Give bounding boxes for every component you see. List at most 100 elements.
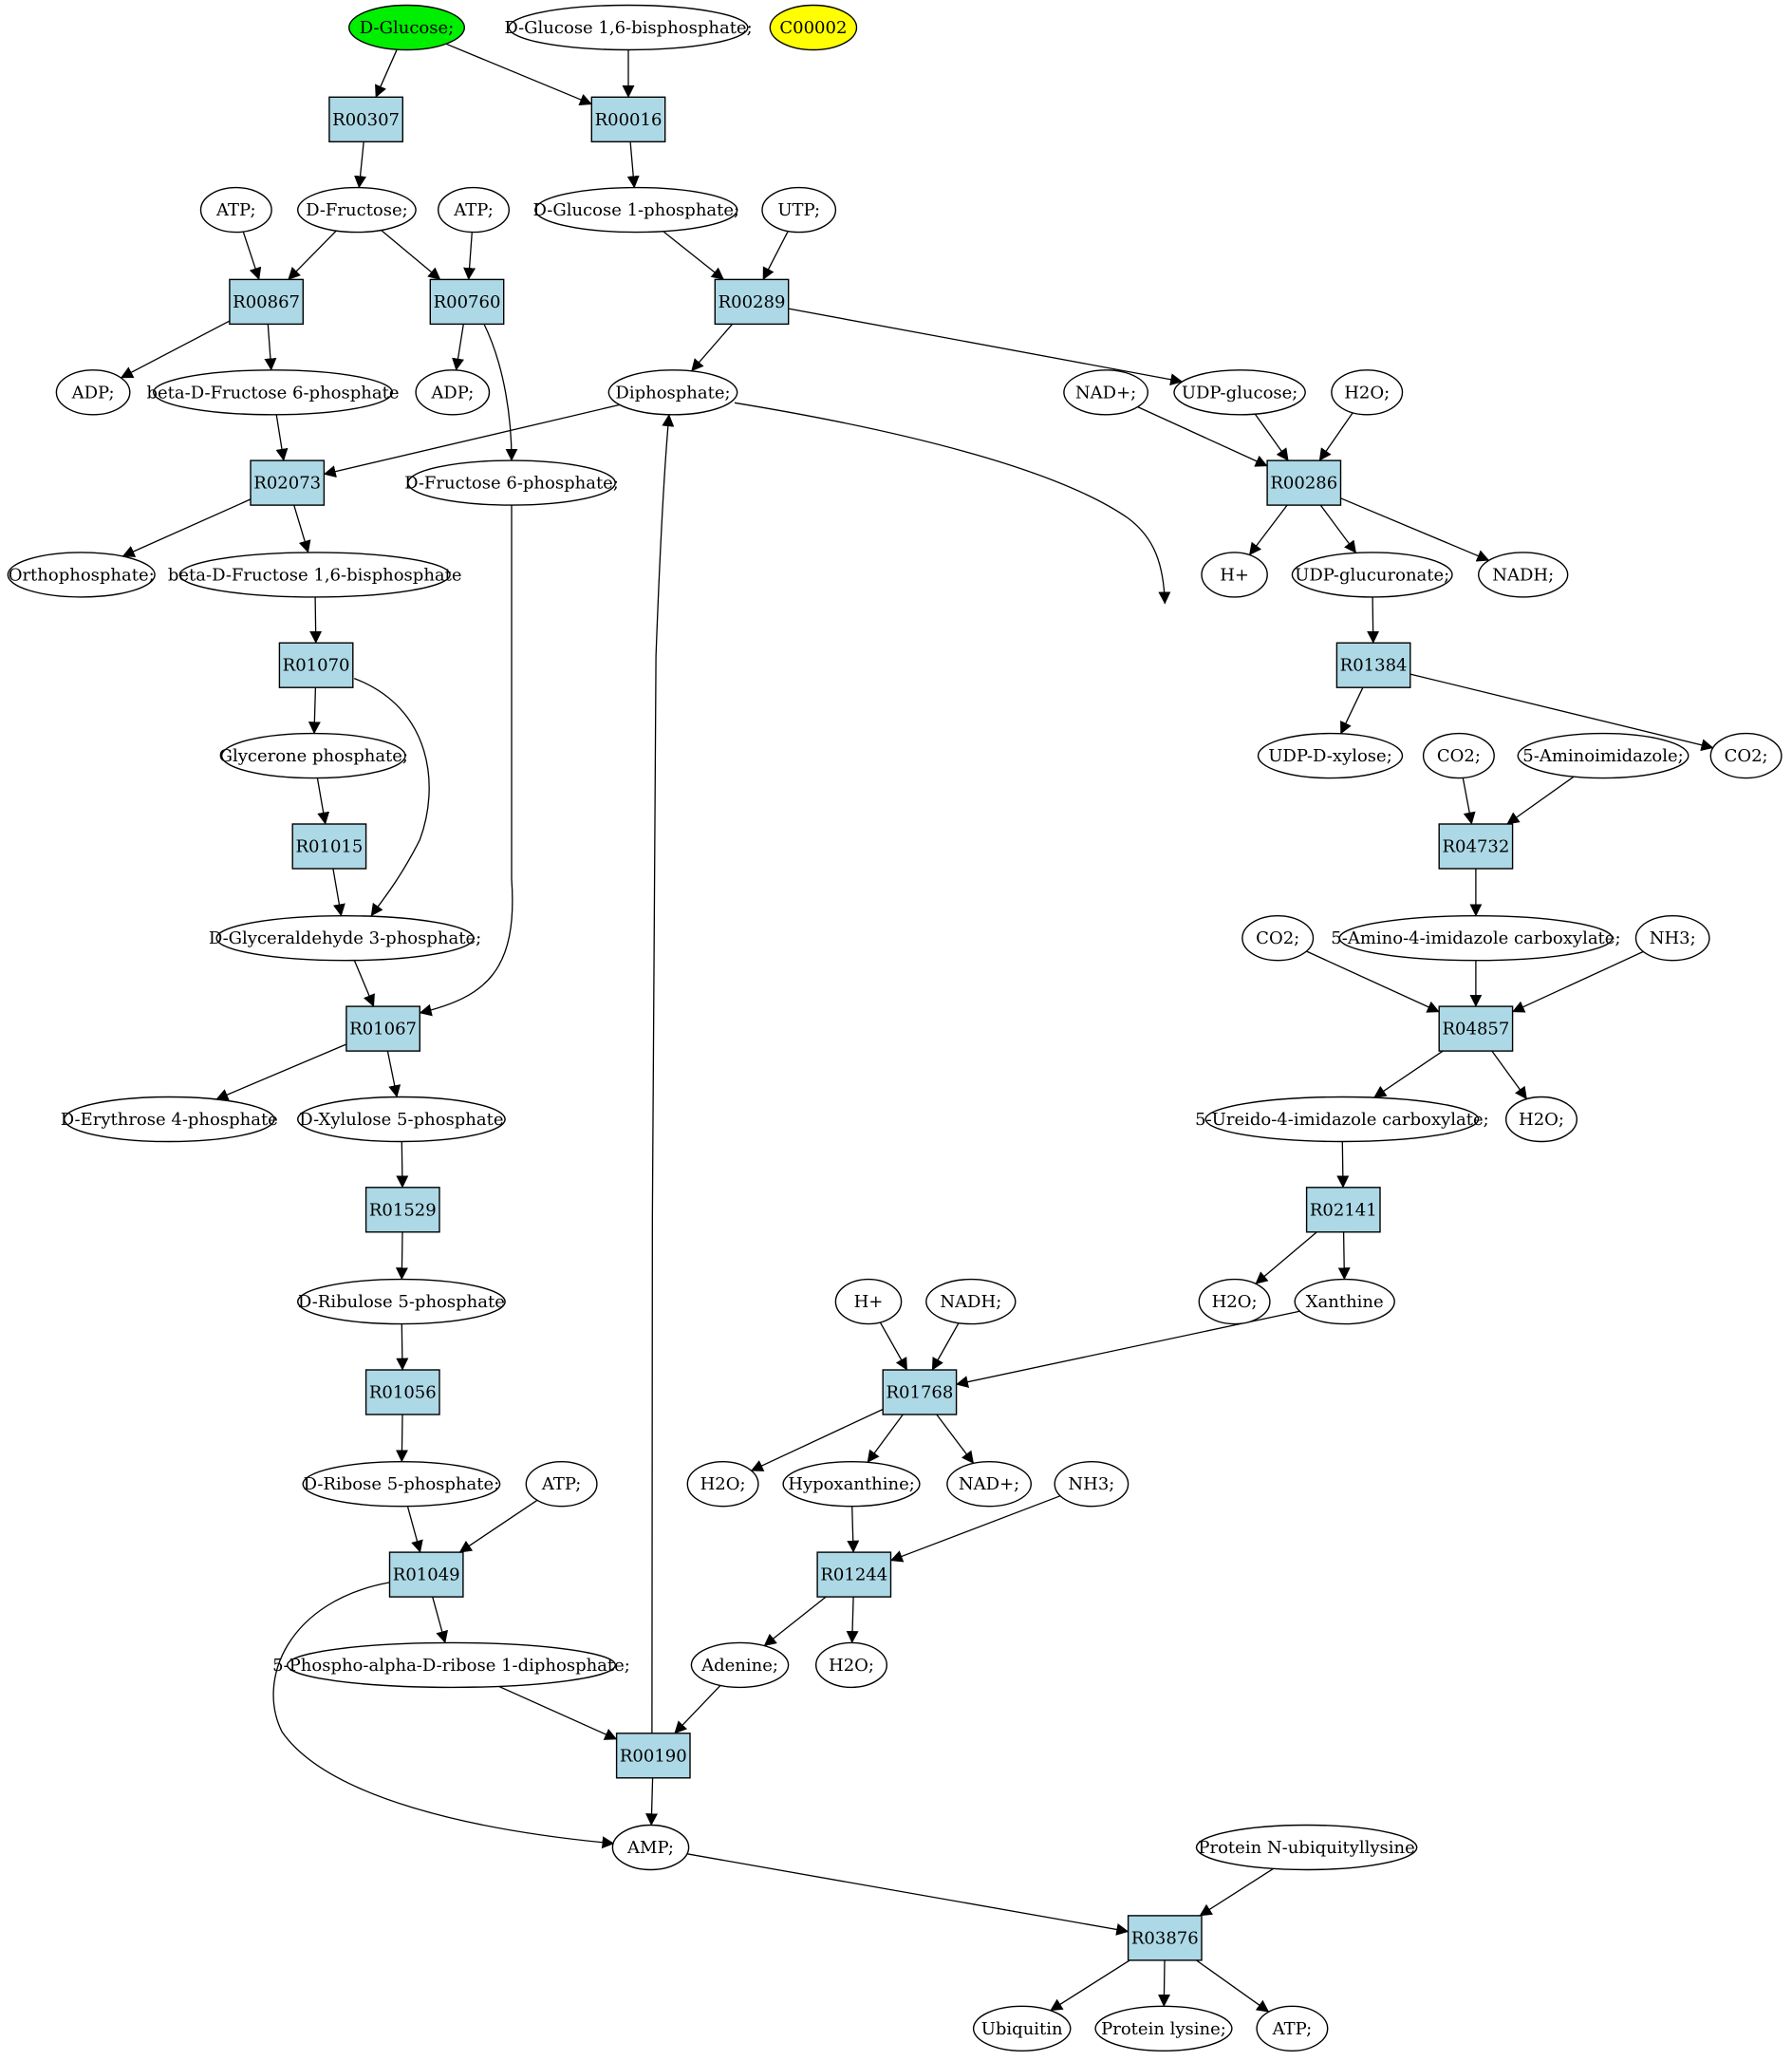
compound-node-c-g3p[interactable]: D-Glyceraldehyde 3-phosphate; xyxy=(209,915,481,962)
compound-node-c-co2a[interactable]: CO2; xyxy=(1422,732,1495,779)
edge-c-adenine-to-r-R00190 xyxy=(674,1684,721,1734)
compound-label: UDP-glucose; xyxy=(1182,383,1298,403)
edge-c-r5p-to-r-R01049 xyxy=(406,1506,423,1553)
compound-node-c-c00002[interactable]: C00002 xyxy=(769,4,858,51)
reaction-node-r-R04732[interactable]: R04732 xyxy=(1438,823,1514,870)
compound-node-c-aminoimidazole[interactable]: 5-Aminoimidazole; xyxy=(1517,732,1689,779)
compound-node-c-proteinlysine[interactable]: Protein lysine; xyxy=(1094,2005,1233,2052)
reaction-label: R01067 xyxy=(349,1020,417,1040)
compound-node-c-hypoxanthine[interactable]: Hypoxanthine; xyxy=(782,1460,921,1508)
reaction-node-r-R00286[interactable]: R00286 xyxy=(1266,459,1342,506)
reaction-label: R04857 xyxy=(1442,1020,1509,1040)
compound-node-c-glucose[interactable]: D-Glucose; xyxy=(348,4,466,51)
compound-node-c-hplus2[interactable]: H+ xyxy=(834,1278,903,1325)
compound-node-c-nadh2[interactable]: NADH; xyxy=(925,1278,1017,1325)
reaction-box xyxy=(714,278,790,326)
reaction-node-r-R01768[interactable]: R01768 xyxy=(882,1369,958,1415)
compound-node-c-h2o3[interactable]: H2O; xyxy=(1198,1278,1271,1325)
reaction-node-r-R01384[interactable]: R01384 xyxy=(1335,642,1411,688)
compound-label: C00002 xyxy=(779,18,847,38)
compound-node-c-nh3a[interactable]: NH3; xyxy=(1634,915,1710,962)
compound-node-c-e4p[interactable]: D-Erythrose 4-phosphate xyxy=(61,1096,278,1143)
edge-c-hypoxanthine-to-r-R01244 xyxy=(847,1506,860,1553)
reaction-node-r-R01529[interactable]: R01529 xyxy=(364,1187,440,1233)
compound-node-c-h2o2[interactable]: H2O; xyxy=(1504,1096,1577,1143)
compound-node-c-adenine[interactable]: Adenine; xyxy=(690,1641,790,1689)
compound-label: Protein N-ubiquityllysine xyxy=(1198,1838,1414,1858)
reaction-node-r-R00760[interactable]: R00760 xyxy=(429,278,505,326)
compound-node-c-nadh1[interactable]: NADH; xyxy=(1477,552,1569,598)
reaction-node-r-R01070[interactable]: R01070 xyxy=(278,642,354,688)
compound-node-c-nadp1[interactable]: NAD+; xyxy=(1063,369,1149,416)
reaction-node-r-R01244[interactable]: R01244 xyxy=(816,1551,892,1598)
reaction-label: R00289 xyxy=(719,292,786,312)
compound-node-c-bf16bp[interactable]: beta-D-Fructose 1,6-bisphosphate xyxy=(168,552,462,598)
reaction-node-r-R01015[interactable]: R01015 xyxy=(291,823,367,870)
compound-node-c-ubiquitin[interactable]: Ubiquitin xyxy=(972,2005,1072,2052)
reaction-label: R04732 xyxy=(1442,837,1509,857)
compound-node-c-ru5p[interactable]: D-Ribulose 5-phosphate xyxy=(297,1278,506,1325)
compound-node-c-co2b[interactable]: CO2; xyxy=(1709,732,1783,779)
reaction-node-r-R03876[interactable]: R03876 xyxy=(1127,1915,1203,1961)
reaction-node-r-R00867[interactable]: R00867 xyxy=(229,278,304,326)
compound-node-c-x5p[interactable]: D-Xylulose 5-phosphate xyxy=(297,1096,506,1143)
compound-node-c-udpxylose[interactable]: UDP-D-xylose; xyxy=(1257,732,1404,779)
compound-node-c-utp[interactable]: UTP; xyxy=(761,186,837,234)
compound-node-c-adp1[interactable]: ADP; xyxy=(55,369,131,416)
reaction-node-r-R00307[interactable]: R00307 xyxy=(328,96,403,143)
reaction-box xyxy=(882,1369,958,1415)
compound-node-c-nh3b[interactable]: NH3; xyxy=(1054,1460,1129,1508)
compound-node-c-co2c[interactable]: CO2; xyxy=(1241,915,1315,962)
reaction-node-r-R01067[interactable]: R01067 xyxy=(345,1005,420,1052)
edge-r-R01067-to-c-e4p xyxy=(215,1043,347,1101)
compound-node-c-atp2[interactable]: ATP; xyxy=(438,186,511,234)
compound-node-c-h2o1[interactable]: H2O; xyxy=(1331,369,1404,416)
compound-label: NH3; xyxy=(1068,1474,1114,1494)
compound-node-c-atp3[interactable]: ATP; xyxy=(525,1460,598,1508)
compound-node-c-diphosphate[interactable]: Diphosphate; xyxy=(607,369,738,416)
reaction-node-r-R02141[interactable]: R02141 xyxy=(1305,1187,1381,1233)
reaction-box xyxy=(1335,642,1411,688)
reaction-label: R01049 xyxy=(393,1565,460,1585)
compound-ellipse xyxy=(1241,915,1315,962)
compound-node-c-atp4[interactable]: ATP; xyxy=(1256,2005,1329,2052)
compound-node-c-glyceronep[interactable]: Glycerone phosphate; xyxy=(219,732,408,779)
compound-node-c-a4ic[interactable]: 5-Amino-4-imidazole carboxylate; xyxy=(1331,915,1621,962)
node-layer: D-Glucose; D-Glucose 1,6-bisphosphate; C00… xyxy=(7,4,1783,2052)
reaction-node-r-R00016[interactable]: R00016 xyxy=(590,96,666,143)
reaction-node-r-R01056[interactable]: R01056 xyxy=(364,1369,440,1415)
compound-node-c-fructose[interactable]: D-Fructose; xyxy=(296,186,417,234)
edge-r-R01768-to-c-hypoxanthine xyxy=(867,1414,904,1463)
compound-node-c-udpglucuronate[interactable]: UDP-glucuronate; xyxy=(1291,552,1453,598)
compound-node-c-u4ic[interactable]: 5-Ureido-4-imidazole carboxylate; xyxy=(1195,1096,1489,1143)
reaction-node-r-R04857[interactable]: R04857 xyxy=(1438,1005,1514,1052)
compound-node-c-r5p[interactable]: D-Ribose 5-phosphate; xyxy=(302,1460,501,1508)
compound-node-c-bf6p[interactable]: beta-D-Fructose 6-phosphate xyxy=(147,369,400,416)
compound-node-c-hplus1[interactable]: H+ xyxy=(1201,552,1268,598)
reaction-node-r-R00190[interactable]: R00190 xyxy=(615,1733,691,1779)
compound-node-c-prpp[interactable]: 5-Phospho-alpha-D-ribose 1-diphosphate; xyxy=(272,1641,630,1689)
compound-node-c-glc16bp[interactable]: D-Glucose 1,6-bisphosphate; xyxy=(504,4,753,51)
compound-label: D-Glucose 1,6-bisphosphate; xyxy=(504,18,752,38)
reaction-box xyxy=(345,1005,420,1052)
compound-node-c-udpglucose[interactable]: UDP-glucose; xyxy=(1173,369,1306,416)
compound-ellipse xyxy=(438,186,511,234)
compound-node-c-nadp2[interactable]: NAD+; xyxy=(946,1460,1032,1508)
compound-label: CO2; xyxy=(1437,746,1481,766)
compound-node-c-h2o4[interactable]: H2O; xyxy=(686,1460,759,1508)
compound-node-c-xanthine[interactable]: Xanthine xyxy=(1294,1278,1395,1325)
compound-label: D-Glyceraldehyde 3-phosphate; xyxy=(209,928,481,948)
compound-node-c-pnul[interactable]: Protein N-ubiquityllysine xyxy=(1195,1824,1418,1871)
compound-node-c-amp[interactable]: AMP; xyxy=(611,1824,690,1871)
reaction-node-r-R01049[interactable]: R01049 xyxy=(388,1551,464,1598)
reaction-label: R00760 xyxy=(434,292,501,312)
compound-node-c-orthophosphate[interactable]: Orthophosphate; xyxy=(7,552,156,598)
reaction-node-r-R02073[interactable]: R02073 xyxy=(250,459,326,506)
compound-node-c-glc1p[interactable]: D-Glucose 1-phosphate; xyxy=(532,186,739,234)
reaction-node-r-R00289[interactable]: R00289 xyxy=(714,278,790,326)
compound-node-c-h2o5[interactable]: H2O; xyxy=(815,1641,888,1689)
compound-node-c-adp2[interactable]: ADP; xyxy=(415,369,491,416)
compound-node-c-atp1[interactable]: ATP; xyxy=(199,186,272,234)
compound-node-c-df6p[interactable]: D-Fructose 6-phosphate; xyxy=(404,459,619,506)
compound-ellipse xyxy=(178,552,451,598)
